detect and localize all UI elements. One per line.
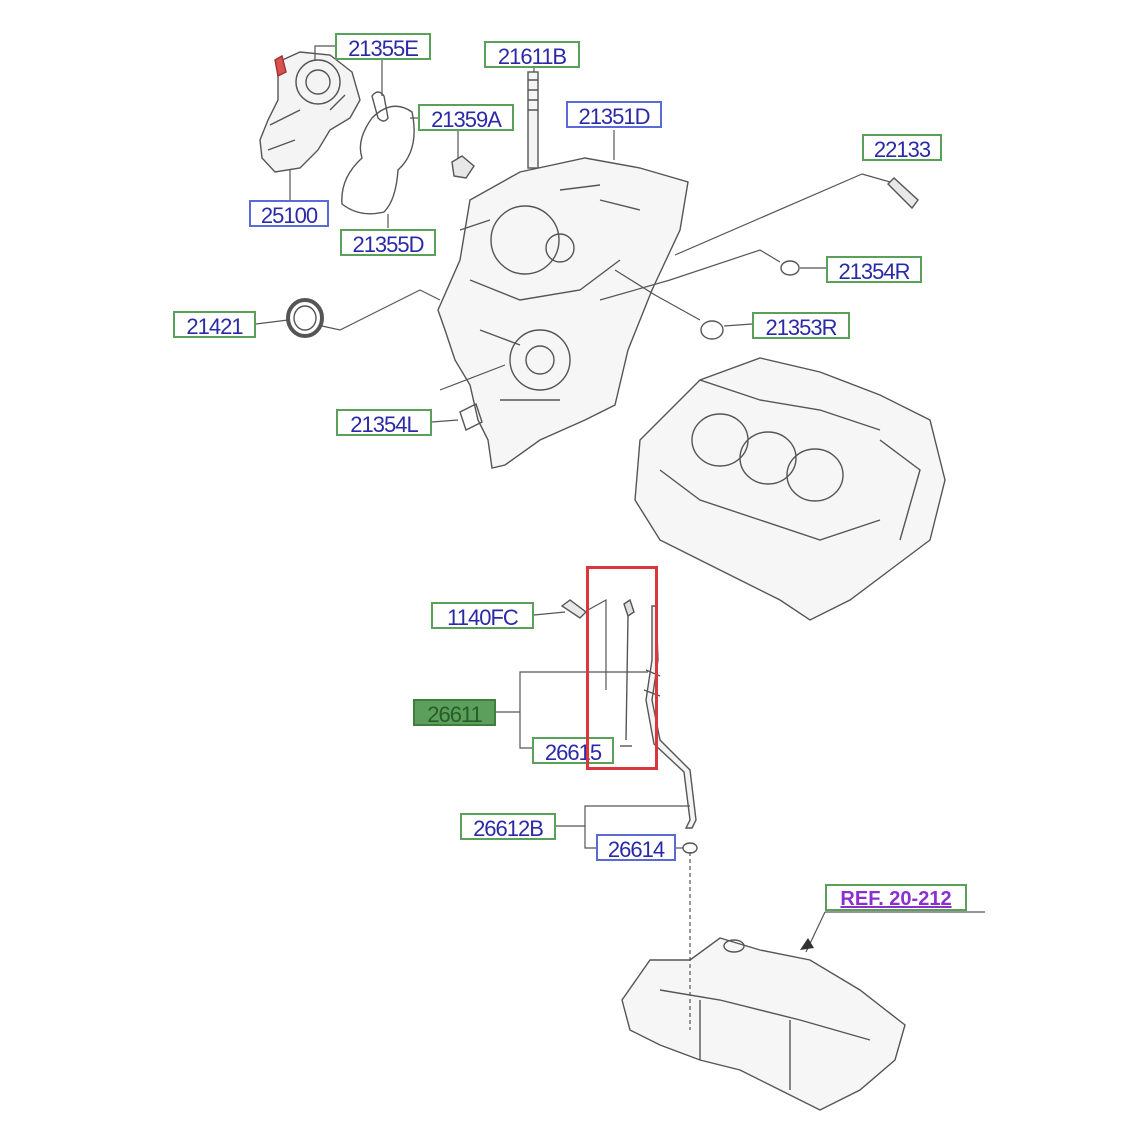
water-pump-drawing [259, 51, 361, 173]
part-label-21355e[interactable]: 21355E [335, 33, 431, 61]
part-label-26612b[interactable]: 26612B [460, 813, 556, 841]
part-label-21354r[interactable]: 21354R [826, 256, 922, 284]
part-label-22133[interactable]: 22133 [862, 134, 942, 162]
bolt-1140fc-drawing [560, 599, 588, 619]
part-label-1140fc[interactable]: 1140FC [431, 602, 534, 630]
o-ring-26614-drawing [682, 842, 698, 854]
part-label-26611-highlighted[interactable]: 26611 [413, 699, 496, 727]
o-ring-21353r-drawing [700, 320, 724, 340]
leader-lines [255, 45, 985, 1030]
engine-block-drawing [634, 357, 946, 621]
oil-pan-drawing [621, 937, 906, 1111]
part-label-21353r[interactable]: 21353R [752, 312, 850, 340]
pin-22133-drawing [887, 177, 919, 210]
o-ring-21354r-drawing [780, 260, 800, 276]
dipstick-highlight-box [586, 566, 658, 770]
ref-arrow-head [800, 938, 814, 950]
dipstick-drawing [620, 598, 635, 747]
part-label-21355d[interactable]: 21355D [340, 229, 436, 257]
gasket-21355e-drawing [371, 91, 389, 122]
gasket-21355d-drawing [341, 105, 415, 215]
reference-link-20-212[interactable]: REF. 20-212 [825, 884, 967, 911]
part-label-21359a[interactable]: 21359A [418, 104, 514, 132]
part-label-21611b[interactable]: 21611B [484, 41, 580, 69]
part-label-21351d[interactable]: 21351D [566, 101, 662, 129]
part-label-21354l[interactable]: 21354L [336, 409, 432, 437]
stud-bolt-drawing [527, 71, 539, 169]
part-label-21421[interactable]: 21421 [173, 311, 256, 339]
part-label-26615[interactable]: 26615 [532, 737, 614, 765]
part-label-26614[interactable]: 26614 [596, 834, 676, 862]
oil-seal-drawing [286, 298, 324, 338]
part-label-25100[interactable]: 25100 [249, 200, 329, 228]
seal-21354l-drawing [459, 403, 483, 431]
timing-cover-drawing [437, 157, 689, 469]
dowel-pin-drawing [451, 155, 475, 179]
